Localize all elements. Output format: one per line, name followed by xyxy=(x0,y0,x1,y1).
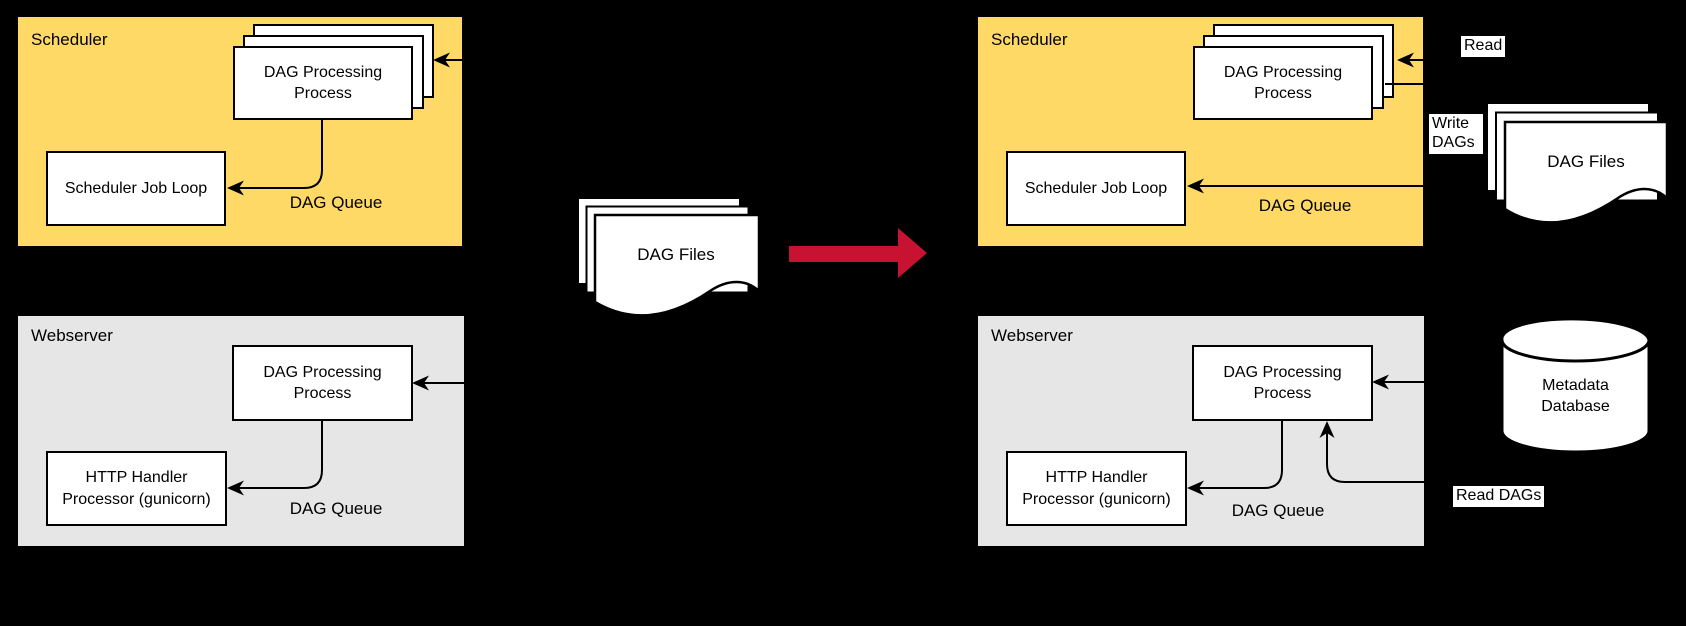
right-scheduler-title: Scheduler xyxy=(991,30,1068,49)
metadata-database-cylinder-lid xyxy=(1500,339,1651,363)
right-webserver-title: Webserver xyxy=(991,326,1073,345)
right-dag-files-label: DAG Files xyxy=(1547,152,1625,171)
right-webserver-dag-processing-box: DAG Processing Process xyxy=(1192,345,1373,421)
left-webserver-dag-processing-box: DAG Processing Process xyxy=(232,345,413,421)
left-scheduler-title: Scheduler xyxy=(31,30,108,49)
left-scheduler-job-loop-box: Scheduler Job Loop xyxy=(46,151,226,226)
middle-dag-files-page-back xyxy=(577,197,741,285)
read-dags-chip: Read DAGs xyxy=(1453,486,1545,507)
metadata-database-label: Metadata Database xyxy=(1541,377,1610,415)
left-scheduler-dag-queue-label: DAG Queue xyxy=(289,193,383,212)
left-webserver-title: Webserver xyxy=(31,326,113,345)
right-scheduler-job-loop-box: Scheduler Job Loop xyxy=(1006,151,1186,226)
right-dag-files-page-back xyxy=(1486,102,1650,192)
right-webserver-dag-queue-label: DAG Queue xyxy=(1231,501,1325,520)
middle-dag-files-label: DAG Files xyxy=(637,245,715,264)
write-dags-chip: Write DAGs xyxy=(1429,114,1483,154)
transition-arrow xyxy=(789,228,927,278)
right-scheduler-dag-queue-label: DAG Queue xyxy=(1258,196,1352,215)
left-scheduler-dag-processing-box: DAG Processing Process xyxy=(233,46,413,120)
left-webserver-dag-queue-label: DAG Queue xyxy=(289,499,383,518)
read-chip: Read xyxy=(1461,36,1506,57)
left-webserver-http-handler-box: HTTP Handler Processor (gunicorn) xyxy=(46,451,227,526)
right-webserver-http-handler-box: HTTP Handler Processor (gunicorn) xyxy=(1006,451,1187,526)
right-scheduler-dag-processing-box: DAG Processing Process xyxy=(1193,46,1373,120)
